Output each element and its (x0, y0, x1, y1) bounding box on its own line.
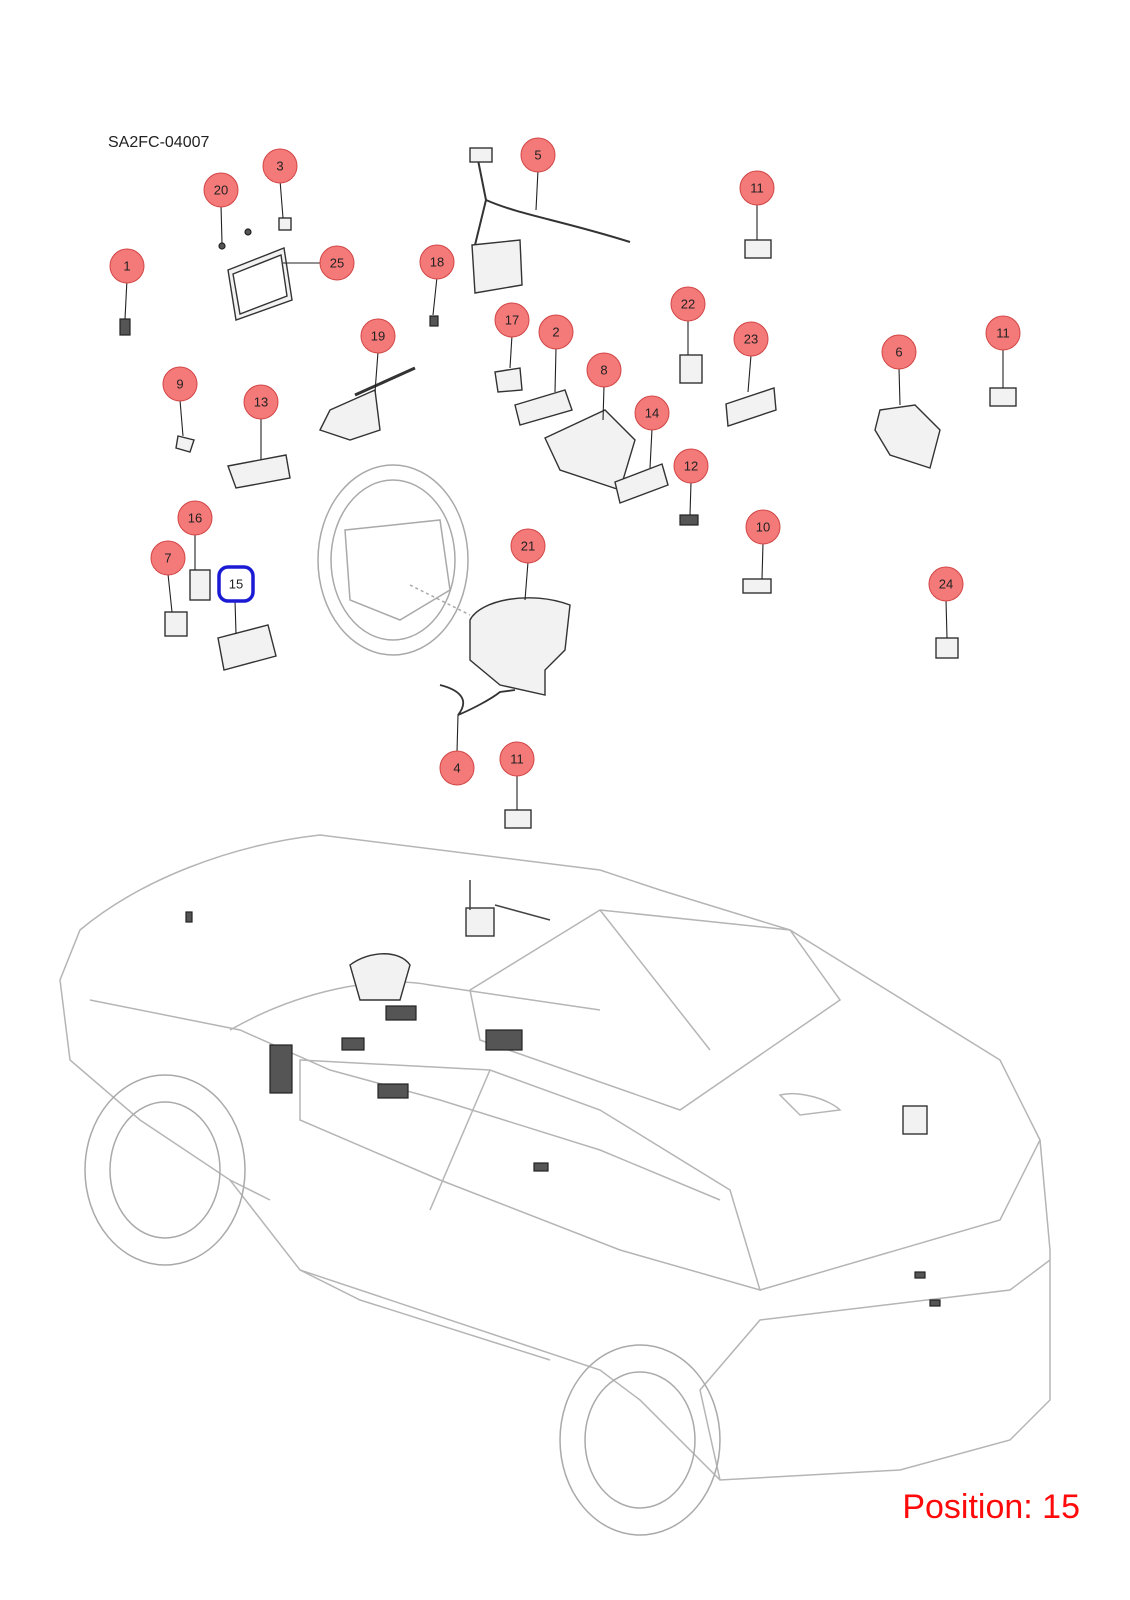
position-indicator: Position: 15 (902, 1488, 1080, 1526)
callout-circle (586, 352, 622, 388)
callout-circle (203, 172, 239, 208)
callout-11[interactable]: 11 (739, 170, 775, 206)
callout-22[interactable]: 22 (670, 286, 706, 322)
callout-circle (499, 741, 535, 777)
callout-circle (538, 314, 574, 350)
callout-label: 3 (276, 159, 283, 174)
callout-label: 24 (939, 577, 953, 592)
callout-label: 17 (505, 313, 519, 328)
callout-10[interactable]: 10 (745, 509, 781, 545)
callout-3[interactable]: 3 (262, 148, 298, 184)
callout-circle (262, 148, 298, 184)
callout-circle (985, 315, 1021, 351)
callout-circle (520, 137, 556, 173)
diagram-code: SA2FC-04007 (108, 134, 210, 151)
callout-label: 11 (510, 752, 524, 767)
callout-label: 10 (756, 520, 770, 535)
callout-14[interactable]: 14 (634, 395, 670, 431)
callout-6[interactable]: 6 (881, 334, 917, 370)
callout-16[interactable]: 16 (177, 500, 213, 536)
callout-21[interactable]: 21 (510, 528, 546, 564)
callout-circle (109, 248, 145, 284)
callout-12[interactable]: 12 (673, 448, 709, 484)
callout-25[interactable]: 25 (319, 245, 355, 281)
vehicle-outline (59, 834, 1051, 1536)
callout-4[interactable]: 4 (439, 750, 475, 786)
callout-label: 6 (895, 345, 902, 360)
callout-circle (673, 448, 709, 484)
callout-label: 18 (430, 255, 444, 270)
callout-15[interactable]: 15 (217, 565, 255, 603)
callout-13[interactable]: 13 (243, 384, 279, 420)
callout-circle (510, 528, 546, 564)
callout-group: 1234567891011111112131415161718192021222… (109, 137, 1021, 786)
callout-circle (360, 318, 396, 354)
callout-circle (494, 302, 530, 338)
callout-2[interactable]: 2 (538, 314, 574, 350)
callout-circle (733, 321, 769, 357)
callout-label: 25 (330, 256, 344, 271)
callout-label: 23 (744, 332, 758, 347)
callout-label: 13 (254, 395, 268, 410)
callout-circle (177, 500, 213, 536)
callout-label: 19 (371, 329, 385, 344)
callout-7[interactable]: 7 (150, 540, 186, 576)
callout-circle (162, 366, 198, 402)
leader-lines (124, 169, 1004, 810)
callout-circle (634, 395, 670, 431)
highlight-box (217, 565, 255, 603)
callout-9[interactable]: 9 (162, 366, 198, 402)
callout-circle (243, 384, 279, 420)
callout-label: 11 (996, 326, 1010, 341)
callout-label: 22 (681, 297, 695, 312)
callout-24[interactable]: 24 (928, 566, 964, 602)
callout-label: 20 (214, 183, 228, 198)
callout-label: 8 (600, 363, 607, 378)
callout-11[interactable]: 11 (985, 315, 1021, 351)
callout-18[interactable]: 18 (419, 244, 455, 280)
callout-23[interactable]: 23 (733, 321, 769, 357)
callout-label: 15 (229, 577, 243, 592)
callout-label: 12 (684, 459, 698, 474)
callout-label: 9 (176, 377, 183, 392)
callout-circle (739, 170, 775, 206)
callout-circle (670, 286, 706, 322)
components (119, 147, 1017, 829)
callout-circle (881, 334, 917, 370)
callout-circle (419, 244, 455, 280)
callout-19[interactable]: 19 (360, 318, 396, 354)
callout-17[interactable]: 17 (494, 302, 530, 338)
callout-label: 4 (453, 761, 460, 776)
callout-8[interactable]: 8 (586, 352, 622, 388)
callout-circle (150, 540, 186, 576)
callout-label: 1 (123, 259, 130, 274)
callout-label: 7 (164, 551, 171, 566)
callout-circle (439, 750, 475, 786)
callout-circle (928, 566, 964, 602)
callout-11[interactable]: 11 (499, 741, 535, 777)
callout-label: 21 (521, 539, 535, 554)
callout-label: 14 (645, 406, 659, 421)
steering-wheel-outline (317, 464, 471, 656)
callout-5[interactable]: 5 (520, 137, 556, 173)
callout-circle (319, 245, 355, 281)
callout-label: 2 (552, 325, 559, 340)
callout-circle (745, 509, 781, 545)
callout-label: 11 (750, 181, 764, 196)
callout-20[interactable]: 20 (203, 172, 239, 208)
callout-label: 5 (534, 148, 541, 163)
callout-1[interactable]: 1 (109, 248, 145, 284)
callout-label: 16 (188, 511, 202, 526)
